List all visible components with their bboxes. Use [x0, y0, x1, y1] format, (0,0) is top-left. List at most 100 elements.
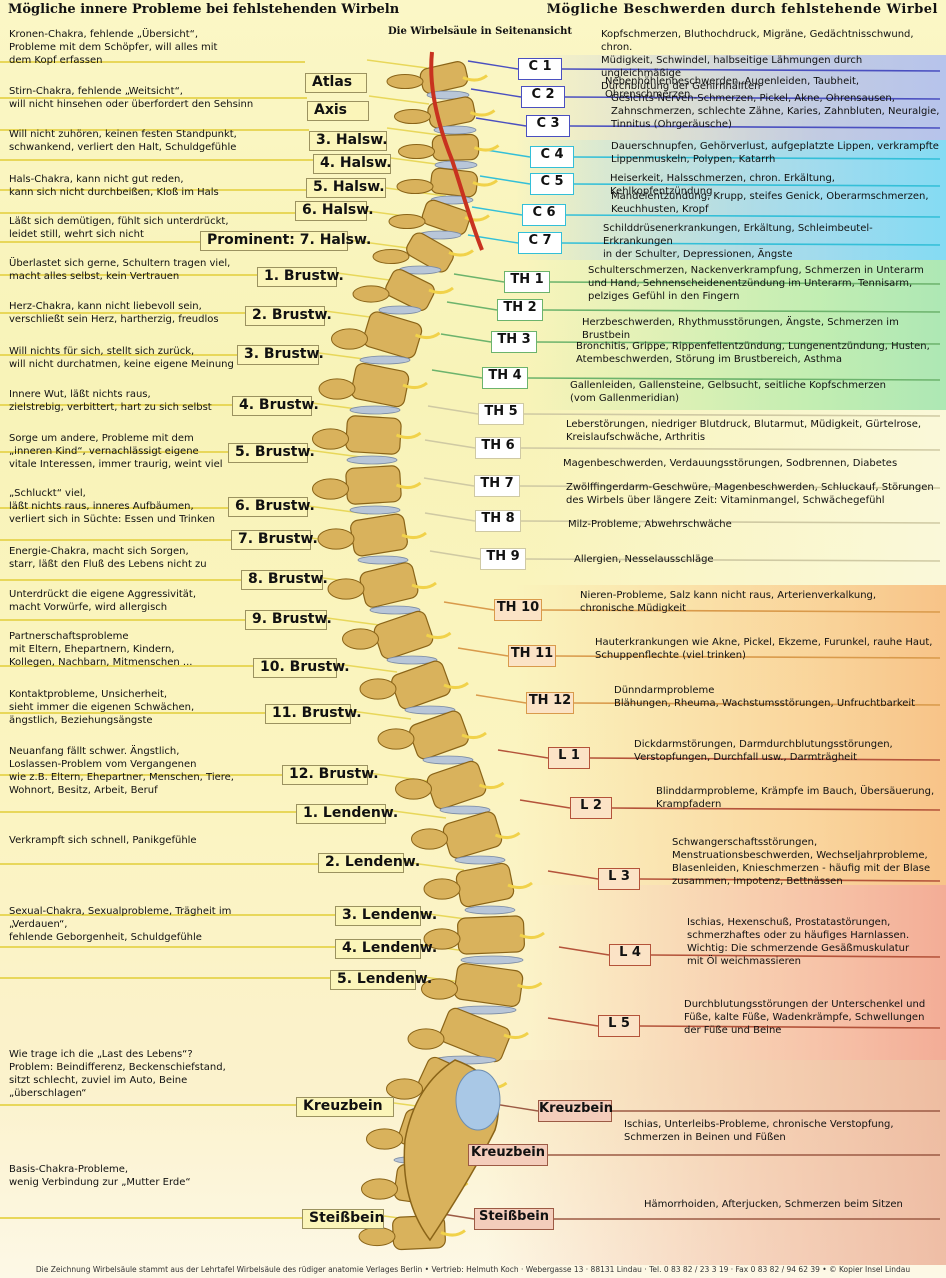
left-leader-line — [326, 617, 388, 627]
lumbar-zone — [526, 885, 946, 1060]
right-leader-line — [558, 946, 610, 956]
thoracic-lower-zone — [516, 585, 946, 885]
right-leader-line — [523, 413, 941, 417]
vertebral-body — [350, 362, 410, 408]
right-complaint-text: Dünndarmprobleme Blähungen, Rheuma, Wach… — [614, 685, 916, 709]
spinous-process — [318, 378, 356, 400]
right-complaint-text: Zwölffingerdarm-Geschwüre, Magenbeschwer… — [566, 482, 934, 506]
segment-label: C 3 — [526, 115, 570, 137]
left-problem-text: Energie-Chakra, macht sich Sorgen, starr… — [9, 546, 207, 570]
segment-label: TH 11 — [508, 645, 556, 667]
spinal-nerve — [414, 331, 441, 340]
spinal-nerve — [469, 109, 496, 117]
right-leader-line — [561, 242, 941, 246]
vertebral-body — [345, 465, 402, 505]
spinous-process — [395, 778, 432, 800]
spinous-process — [312, 428, 349, 450]
spinous-process — [423, 928, 461, 950]
right-leader-line — [589, 757, 941, 761]
spinous-process — [421, 978, 458, 1000]
right-leader-line — [573, 183, 941, 187]
right-complaint-text: Ischias, Hexenschuß, Prostatastörungen, … — [687, 917, 910, 967]
vertebra-label: 1. Lendenw. — [296, 804, 398, 824]
spinal-nerve — [443, 681, 469, 690]
vertebra-label: 12. Brustw. — [282, 765, 379, 785]
right-leader-line — [429, 550, 481, 560]
spinal-nerve — [411, 581, 437, 590]
vertebra-label: 5. Brustw. — [228, 443, 315, 463]
segment-label: C 5 — [530, 173, 574, 195]
right-leader-line — [427, 405, 479, 415]
right-complaint-text: Heiserkeit, Halsschmerzen, chron. Erkält… — [610, 173, 835, 197]
right-leader-line — [639, 1025, 941, 1029]
right-complaint-text: Allergien, Nesselausschläge — [574, 554, 714, 565]
spinous-process — [312, 478, 349, 500]
spinous-process — [317, 528, 355, 550]
spinal-nerve — [395, 431, 422, 440]
spinous-process — [342, 628, 379, 650]
segment-label: TH 4 — [482, 367, 528, 389]
right-complaint-text: Ischias, Unterleibs-Probleme, chronische… — [624, 1119, 894, 1143]
vertebra-label: 3. Lendenw. — [335, 906, 437, 926]
left-problem-text: Herz-Chakra, kann nicht liebevoll sein, … — [9, 301, 219, 325]
right-leader-line — [475, 694, 527, 704]
spinous-process — [327, 578, 365, 600]
vertebra-label: Atlas — [305, 73, 367, 93]
segment-label: TH 2 — [497, 299, 543, 321]
left-problem-text: Partnerschaftsprobleme mit Eltern, Ehepa… — [9, 631, 193, 668]
segment-label: TH 8 — [475, 510, 521, 532]
vertebral-body — [359, 562, 419, 608]
spinal-nerve — [428, 286, 454, 295]
right-complaint-text: Leberstörungen, niedriger Blutdruck, Blu… — [566, 419, 922, 443]
segment-label: TH 7 — [474, 475, 520, 497]
left-leader-line — [366, 59, 428, 69]
spinal-nerve — [516, 981, 543, 990]
vertebra-label: Prominent: 7. Halsw. — [200, 231, 371, 251]
right-leader-line — [555, 655, 941, 659]
spinous-process — [398, 143, 435, 160]
intervertebral-disc — [433, 125, 477, 135]
vertebral-body — [431, 133, 480, 162]
right-leader-line — [520, 447, 941, 451]
right-leader-line — [457, 647, 509, 657]
spinal-nerve — [503, 1031, 529, 1040]
segment-label: L 4 — [609, 944, 651, 966]
right-leader-line — [470, 88, 522, 98]
right-leader-line — [565, 214, 941, 218]
segment-label: C 7 — [518, 232, 562, 254]
segment-label: C 4 — [530, 146, 574, 168]
segment-label: TH 10 — [494, 599, 542, 621]
left-problem-text: Verkrampft sich schnell, Panikgefühle — [9, 835, 197, 846]
vertebral-body — [409, 710, 469, 760]
spinal-nerve — [472, 179, 498, 187]
right-leader-line — [541, 609, 941, 613]
segment-label: L 5 — [598, 1015, 640, 1037]
spinous-process — [386, 1078, 423, 1100]
vertebra-label: 6. Brustw. — [228, 497, 315, 517]
intervertebral-disc — [454, 855, 506, 865]
segment-label: Kreuzbein — [468, 1144, 548, 1166]
vertebra-label: 2. Brustw. — [245, 306, 332, 326]
left-leader-line — [385, 809, 447, 819]
intervertebral-disc — [460, 955, 524, 965]
intervertebral-disc — [422, 755, 474, 765]
vertebra-label: 5. Halsw. — [306, 178, 386, 198]
intervertebral-disc — [349, 505, 401, 515]
segment-label: TH 3 — [491, 331, 537, 353]
vertebral-body — [391, 660, 451, 710]
vertebra-label: 3. Halsw. — [309, 131, 388, 151]
right-complaint-text: Nieren-Probleme, Salz kann nicht raus, A… — [580, 590, 877, 614]
right-leader-line — [639, 878, 941, 882]
right-leader-line — [527, 377, 941, 381]
vertebral-artery — [429, 51, 484, 251]
header-center-title: Die Wirbelsäule in Seitenansicht — [388, 26, 572, 37]
right-complaint-text: Dauerschnupfen, Gehörverlust, aufgeplatz… — [611, 141, 939, 165]
segment-label: L 1 — [548, 747, 590, 769]
left-problem-text: Innere Wut, läßt nichts raus, zielstrebi… — [9, 389, 212, 413]
vertebra-label: 6. Halsw. — [295, 201, 374, 221]
left-problem-text: Sexual-Chakra, Sexualprobleme, Trägheit … — [9, 906, 232, 943]
spinal-nerve — [401, 531, 427, 540]
segment-label: C 2 — [521, 86, 565, 108]
